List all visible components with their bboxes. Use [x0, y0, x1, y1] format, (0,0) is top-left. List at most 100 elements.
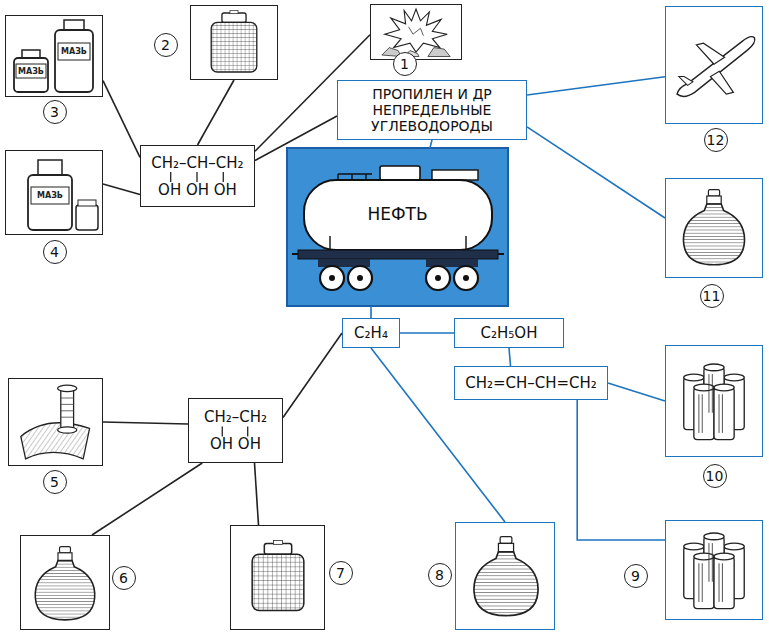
callout-number: 8 [428, 563, 452, 587]
bond-line [196, 172, 197, 182]
connector [283, 333, 342, 418]
bottles-icon [28, 160, 98, 230]
formula-box: CH₂–CH–CH₂ OH OH OH [140, 145, 255, 207]
illustration-part [348, 266, 372, 290]
picture-box: 5 [8, 378, 103, 466]
panel-title: НЕФТЬ [288, 204, 507, 224]
callout-number: 11 [700, 284, 724, 308]
callout-number: 4 [43, 240, 67, 264]
connector [103, 81, 140, 158]
connector [527, 127, 665, 218]
illustration-part [432, 170, 478, 180]
bottle-label: МАЗЬ [17, 67, 45, 76]
connector [527, 77, 665, 95]
connector [255, 463, 259, 525]
bond-line [223, 172, 224, 182]
connector [198, 80, 235, 145]
illustration-part [330, 236, 466, 250]
bond-line [170, 172, 171, 182]
picture-box: 10 [665, 345, 763, 457]
node-text: C₂H₅OH [481, 324, 538, 342]
bond-line [247, 427, 248, 437]
node-text: OH OH [210, 435, 261, 453]
callout-number: 2 [154, 33, 178, 57]
connector [103, 422, 188, 424]
bottle-label: МАЗЬ [36, 191, 64, 200]
illustration-part [298, 250, 498, 259]
picture-box: 2 [190, 5, 278, 80]
callout-number: 10 [703, 464, 727, 488]
picture-box: 3 [5, 15, 103, 97]
callout-number: 7 [329, 561, 353, 585]
picture-box: 8 [455, 522, 555, 630]
picture-box: 9 [665, 520, 763, 620]
illustration-part [76, 205, 98, 230]
callout-number: 9 [624, 564, 648, 588]
tank-car [287, 148, 508, 306]
connector [430, 140, 432, 148]
illustration-part [287, 148, 508, 306]
text-box: ПРОПИЛЕН И ДР НЕПРЕДЕЛЬНЫЕ УГЛЕВОДОРОДЫ [337, 80, 527, 140]
explosion-icon [382, 9, 450, 57]
cans-icon [684, 533, 744, 609]
node-text: OH OH OH [158, 181, 237, 199]
illustration-part [38, 160, 62, 175]
formula-box: C₂H₅OH [454, 318, 564, 348]
picture-box: 1 [370, 4, 462, 60]
illustration-part [28, 175, 72, 230]
illustration-part [357, 275, 363, 281]
callout-number: 1 [393, 52, 417, 76]
illustration-part [64, 20, 84, 30]
demijohn-icon [474, 537, 538, 616]
illustration-part [14, 58, 48, 92]
illustration-part [463, 275, 469, 281]
bond-line [222, 427, 223, 437]
picture-box: 6 [20, 535, 110, 630]
illustration-part [320, 266, 478, 290]
oil-panel: НЕФТЬ [287, 148, 508, 306]
callout-number: 5 [43, 470, 67, 494]
fabric-icon [21, 385, 90, 459]
illustration-part [329, 275, 335, 281]
illustration-part [435, 275, 441, 281]
illustration-part [426, 266, 450, 290]
node-text: CH₂–CH₂ [204, 408, 267, 426]
illustration-part [78, 200, 96, 206]
illustration-part [22, 50, 40, 58]
plane-icon [677, 37, 755, 97]
connector [608, 383, 665, 401]
formula-box: CH₂–CH₂ OH OH [188, 398, 283, 463]
illustration-part [58, 43, 90, 60]
picture-box: 12 [665, 6, 763, 124]
illustration-part [55, 30, 93, 92]
illustration-part [16, 64, 46, 78]
picture-box: 7 [230, 525, 325, 630]
demijohn-icon [35, 547, 94, 620]
connector [92, 463, 202, 535]
illustration-part [31, 187, 69, 204]
demijohn-icon [683, 190, 744, 265]
node-text: CH₂–CH–CH₂ [151, 154, 243, 172]
illustration-part [454, 266, 478, 290]
cans-icon [684, 364, 744, 440]
connector [103, 184, 140, 195]
callout-number: 6 [112, 566, 136, 590]
illustration-part [320, 266, 344, 290]
illustration-part [329, 275, 469, 281]
callout-number: 3 [43, 100, 67, 124]
bottle-label: МАЗЬ [60, 47, 88, 56]
illustration-part [380, 166, 420, 180]
formula-box: C₂H₄ [342, 318, 400, 348]
node-text: C₂H₄ [354, 324, 388, 342]
illustration-part [292, 253, 504, 255]
node-text: ПРОПИЛЕН И ДР НЕПРЕДЕЛЬНЫЕ УГЛЕВОДОРОДЫ [346, 86, 518, 134]
formula-box: CH₂=CH–CH=CH₂ [454, 366, 608, 400]
jar-icon [211, 10, 257, 72]
connector [509, 348, 511, 366]
callout-number: 12 [704, 128, 728, 152]
connector [577, 400, 665, 540]
picture-box: 11 [665, 178, 763, 278]
node-text: CH₂=CH–CH=CH₂ [465, 374, 597, 392]
connector [370, 306, 372, 318]
jar-icon [252, 541, 304, 611]
